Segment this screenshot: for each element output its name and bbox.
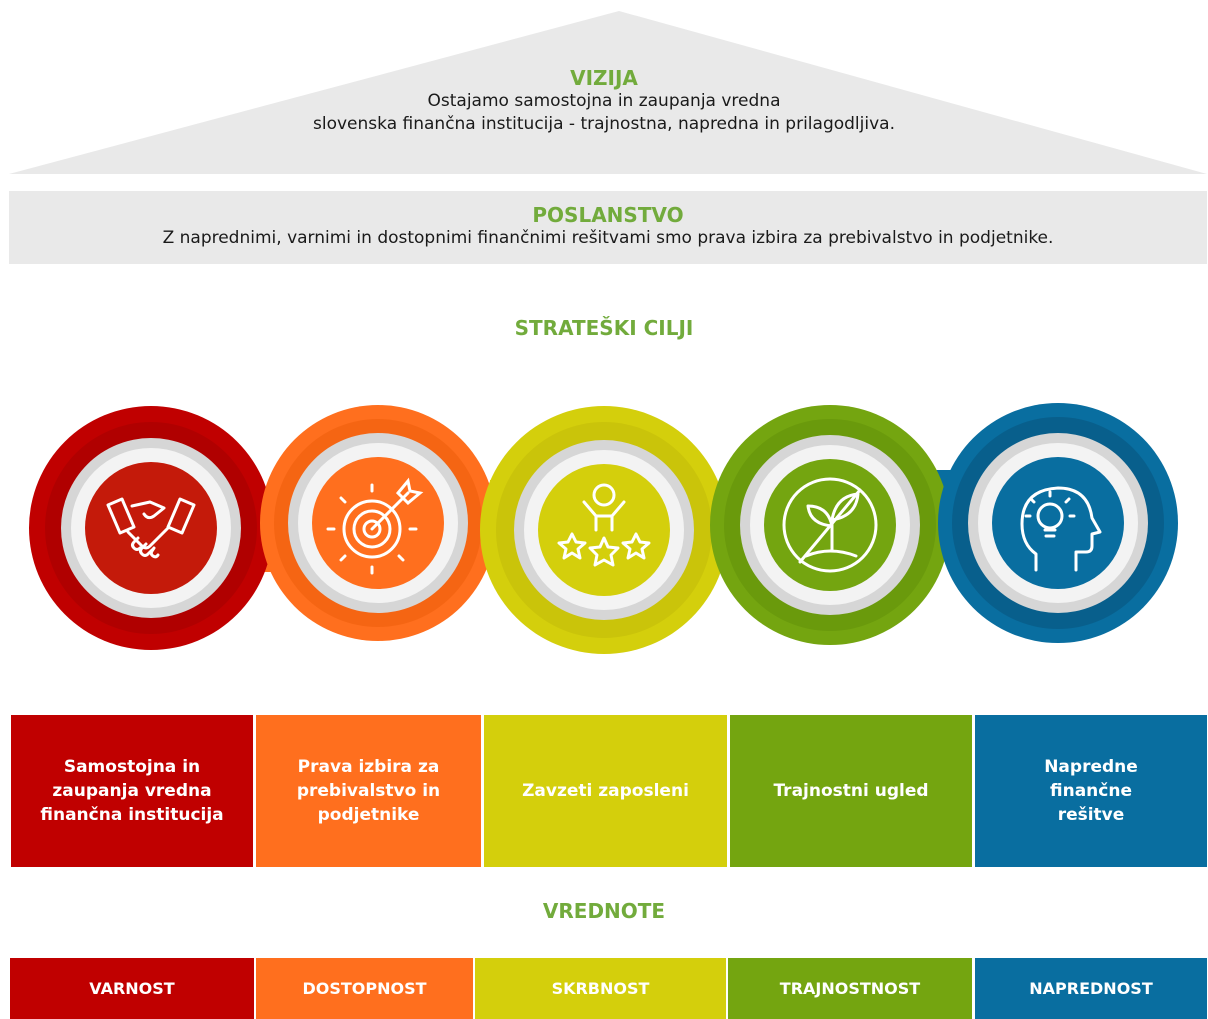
value-label-3: SKRBNOST: [551, 978, 650, 998]
goal-box-3: Zavzeti zaposleni: [484, 715, 727, 867]
value-label-1: VARNOST: [89, 978, 175, 998]
values-title: VREDNOTE: [542, 899, 666, 923]
goal-label-1: Samostojna in zaupanja vredna finančna i…: [40, 757, 224, 825]
goal-box-5: Napredne finančne rešitve: [975, 715, 1207, 867]
sprout-icon: [782, 477, 878, 573]
value-box-3: SKRBNOST: [475, 958, 726, 1019]
goal-circle-3: [480, 406, 728, 654]
handshake-icon: [106, 497, 196, 559]
strategic-goals-title: STRATEŠKI CILJI: [514, 316, 694, 340]
vision-section: VIZIJA Ostajamo samostojna in zaupanja v…: [0, 66, 1208, 136]
value-box-2: DOSTOPNOST: [256, 958, 473, 1019]
mission-text: Z naprednimi, varnimi in dostopnimi fina…: [162, 228, 1054, 248]
head-lightbulb-icon: [1020, 486, 1102, 572]
goal-circle-1: [29, 406, 273, 650]
goal-box-1: Samostojna in zaupanja vredna finančna i…: [11, 715, 253, 867]
value-label-2: DOSTOPNOST: [302, 978, 427, 998]
mission-title: POSLANSTVO: [532, 203, 684, 227]
vision-line-1: Ostajamo samostojna in zaupanja vredna: [427, 91, 781, 111]
value-box-4: TRAJNOSTNOST: [728, 958, 972, 1019]
goal-label-2: Prava izbira za prebivalstvo in podjetni…: [296, 757, 441, 825]
vision-roof: [9, 11, 1207, 174]
vision-title: VIZIJA: [570, 66, 638, 90]
goal-box-2: Prava izbira za prebivalstvo in podjetni…: [256, 715, 481, 867]
value-label-5: NAPREDNOST: [1029, 978, 1153, 998]
goal-label-5: Napredne finančne rešitve: [1044, 757, 1138, 825]
value-box-5: NAPREDNOST: [975, 958, 1207, 1019]
target-icon: [326, 477, 424, 575]
vision-line-2: slovenska finančna institucija - trajnos…: [313, 114, 895, 134]
value-box-1: VARNOST: [10, 958, 254, 1019]
value-label-4: TRAJNOSTNOST: [779, 978, 921, 998]
goal-box-4: Trajnostni ugled: [730, 715, 972, 867]
person-stars-icon: [557, 483, 651, 567]
mission-section: POSLANSTVO Z naprednimi, varnimi in dost…: [9, 191, 1207, 264]
goal-label-4: Trajnostni ugled: [773, 781, 929, 801]
strategic-goals-circles: [29, 403, 1178, 654]
goal-label-3: Zavzeti zaposleni: [522, 781, 689, 801]
